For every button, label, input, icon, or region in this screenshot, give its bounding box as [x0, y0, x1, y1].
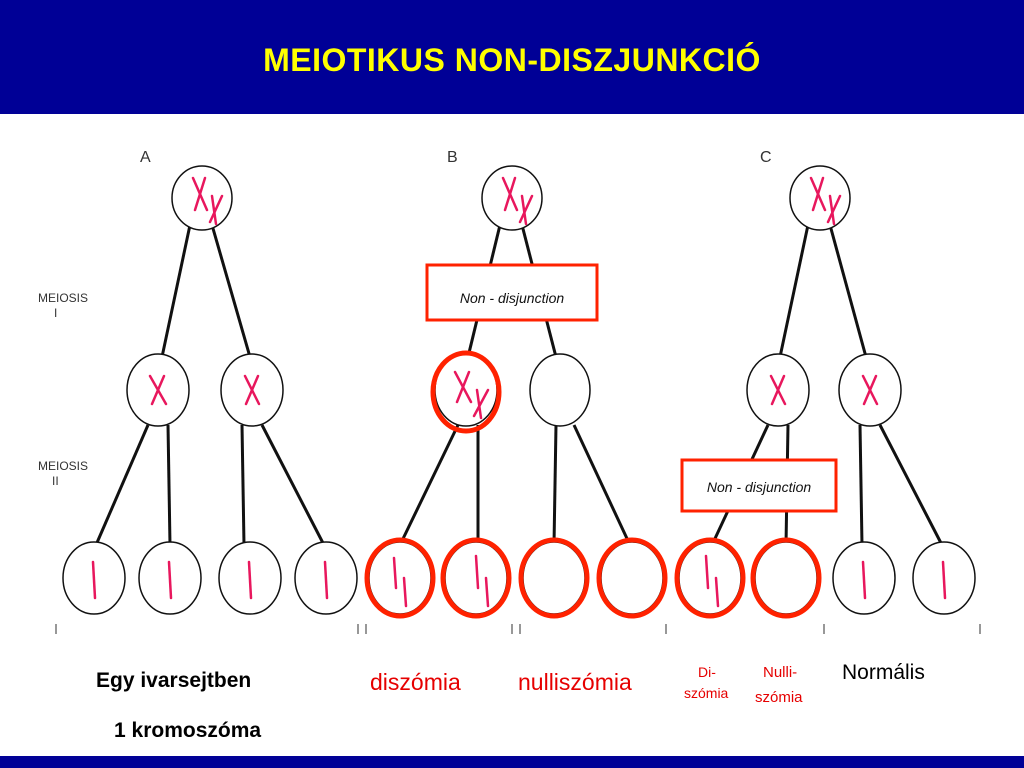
cell-b-mid-right-empty — [529, 353, 591, 427]
bottom-bar — [0, 756, 1024, 768]
grouping-brackets — [55, 624, 981, 634]
highlight-rings — [364, 350, 822, 619]
gamete-a-3 — [218, 541, 282, 615]
cell-c-mid-left — [746, 353, 810, 427]
meiosis-i-numeral: I — [54, 306, 57, 320]
caption-nulli: Nulli- — [763, 664, 798, 681]
title-bar: MEIOTIKUS NON-DISZJUNKCIÓ — [0, 0, 1024, 114]
meiosis-i-word: MEIOSIS — [38, 291, 88, 305]
meiosis-ii-numeral: II — [52, 474, 59, 488]
cell-a-mid-right — [220, 353, 284, 427]
gamete-a-1 — [62, 541, 126, 615]
caption-egy-ivarsejtben: Egy ivarsejtben — [96, 669, 252, 692]
gamete-c-3 — [832, 541, 896, 615]
cell-b-mid-left — [434, 353, 498, 427]
caption-szomia-di: szómia — [684, 685, 729, 701]
cell-a-mid-left — [126, 353, 190, 427]
caption-normalis: Normális — [842, 661, 925, 684]
non-disjunction-label-b: Non - disjunction — [460, 290, 564, 306]
cell-b-top — [481, 165, 543, 231]
meiosis-ii-label: MEIOSIS II — [38, 459, 91, 488]
panel-label-c: C — [760, 149, 772, 166]
gamete-a-2 — [138, 541, 202, 615]
caption-szomia-nulli: szómia — [755, 689, 803, 706]
non-disjunction-box-b: Non - disjunction — [425, 263, 599, 322]
cell-c-top — [789, 165, 851, 231]
caption-1-kromoszoma: 1 kromoszóma — [114, 719, 262, 742]
gamete-c-4 — [912, 541, 976, 615]
gamete-a-4 — [294, 541, 358, 615]
caption-diszomia: diszómia — [370, 669, 461, 695]
branch-lines — [94, 224, 944, 546]
meiosis-ii-word: MEIOSIS — [38, 459, 88, 473]
non-disjunction-diagram: A B C MEIOSIS I MEIOSIS II — [38, 149, 981, 634]
caption-di: Di- — [698, 664, 716, 680]
slide-title: MEIOTIKUS NON-DISZJUNKCIÓ — [263, 42, 761, 78]
caption-nulliszomia: nulliszómia — [518, 669, 632, 695]
non-disjunction-box-c: Non - disjunction — [680, 458, 838, 513]
cell-a-top — [171, 165, 233, 231]
panel-label-a: A — [140, 149, 151, 166]
cell-c-mid-right — [838, 353, 902, 427]
panel-label-b: B — [447, 149, 458, 166]
meiosis-i-label: MEIOSIS I — [38, 291, 91, 320]
non-disjunction-label-c: Non - disjunction — [707, 479, 811, 495]
